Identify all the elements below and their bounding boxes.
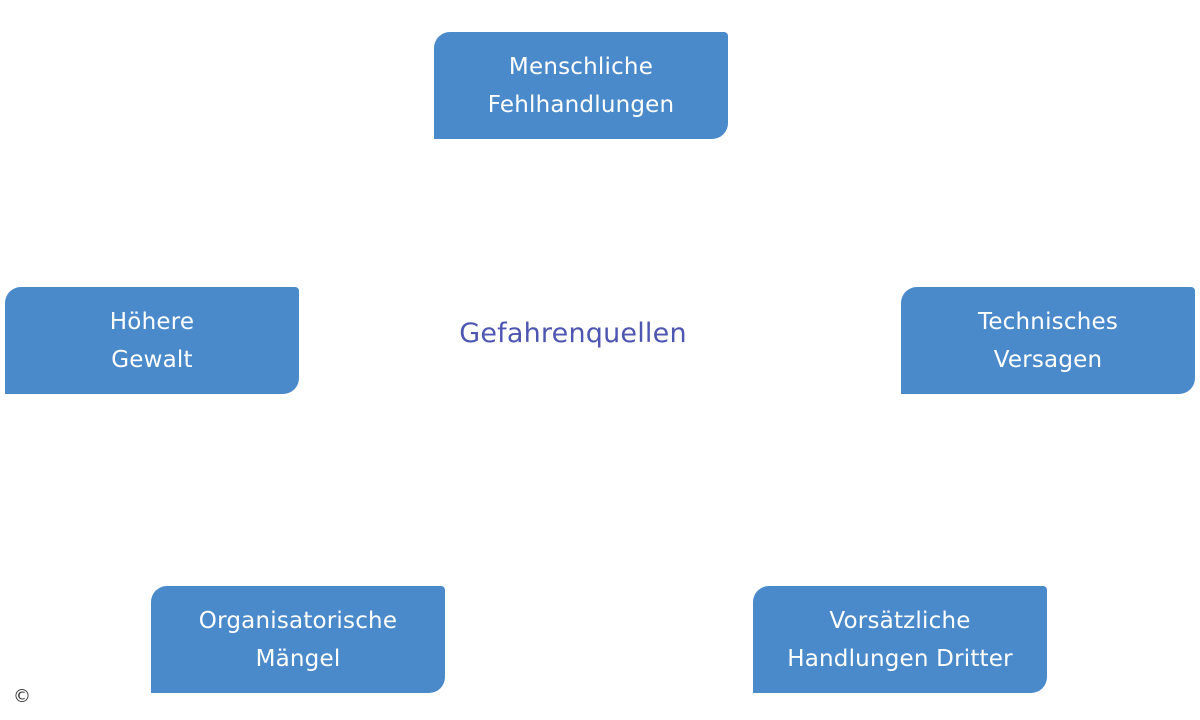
node-force-majeure: Höhere Gewalt (5, 287, 299, 394)
node-human-errors: Menschliche Fehlhandlungen (434, 32, 728, 139)
node-line: Höhere (109, 308, 195, 335)
node-line: Versagen (993, 346, 1103, 373)
node-line: Mängel (255, 645, 341, 672)
node-line: Fehlhandlungen (487, 91, 675, 118)
node-line: Organisatorische (198, 607, 398, 634)
node-line: Menschliche (508, 53, 654, 80)
node-line: Vorsätzliche (829, 607, 971, 634)
center-label: Gefahrenquellen (459, 318, 687, 349)
node-line: Technisches (977, 308, 1119, 335)
copyright-icon: © (13, 686, 31, 707)
node-organizational-deficiencies: Organisatorische Mängel (151, 586, 445, 693)
node-line: Handlungen Dritter (787, 645, 1013, 672)
node-technical-failure: Technisches Versagen (901, 287, 1195, 394)
node-intentional-acts-third-parties: Vorsätzliche Handlungen Dritter (753, 586, 1047, 693)
node-line: Gewalt (111, 346, 193, 373)
